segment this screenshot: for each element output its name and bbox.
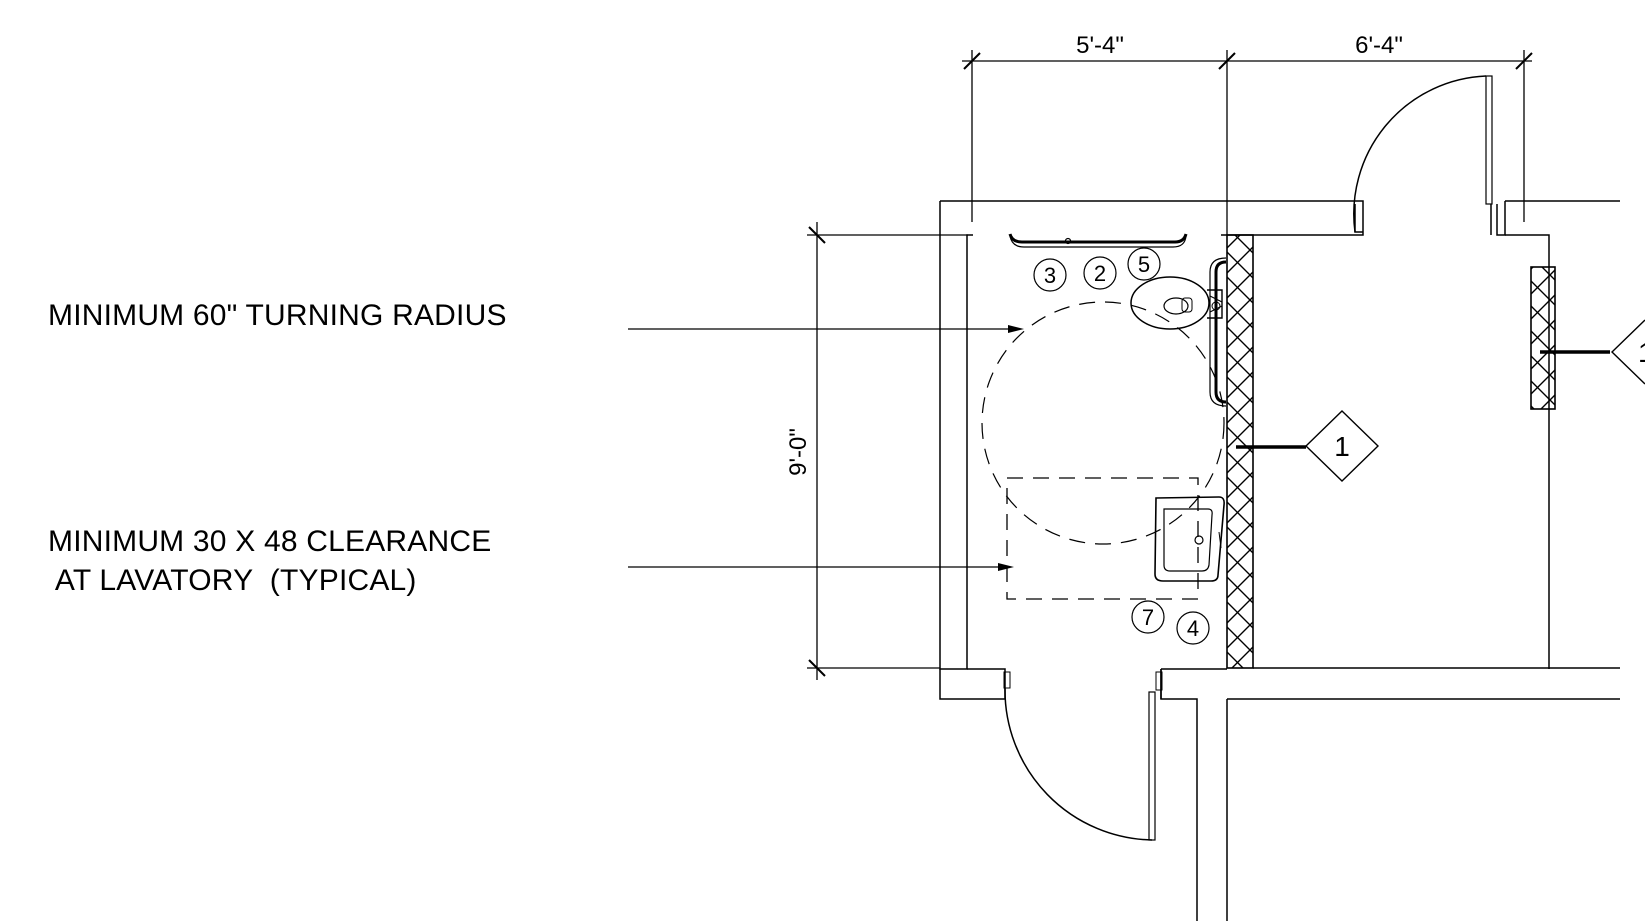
clearance-note: MINIMUM 30 X 48 CLEARANCE AT LAVATORY (T… [48, 522, 491, 600]
clearance-leader [628, 563, 1014, 571]
top-door [1353, 75, 1493, 233]
hatched-partition-wall [1226, 234, 1556, 669]
bottom-wall [939, 667, 1620, 921]
fixture-tag-5: 5 [1138, 252, 1150, 277]
turning-radius-circle [981, 301, 1225, 545]
dimension-height-label: 9'-0" [785, 428, 812, 476]
fixture-tag-5-circle [1127, 247, 1161, 281]
turning-radius-note: MINIMUM 60" TURNING RADIUS [48, 299, 507, 332]
wall-tag-diamond-center [1304, 410, 1380, 482]
fixture-tag-2: 2 [1094, 261, 1106, 286]
fixture-tag-3: 3 [1044, 263, 1056, 288]
dimension-height [807, 222, 968, 680]
fixture-tag-7: 7 [1142, 605, 1154, 630]
wall-tag-diamond-right [1610, 319, 1645, 385]
wall-tag-center-label: 1 [1334, 431, 1350, 462]
wall-tag-right-label: 1 [1638, 337, 1645, 368]
bottom-door [1003, 671, 1163, 841]
fixture-tag-4-circle [1176, 611, 1210, 645]
turning-radius-leader [628, 325, 1024, 333]
dimension-width [962, 50, 1533, 235]
dimension-width-right-label: 6'-4" [1355, 32, 1403, 59]
lavatory-fixture [1154, 496, 1225, 582]
clearance-note-line2: AT LAVATORY (TYPICAL) [54, 564, 417, 597]
fixture-tag-4: 4 [1187, 616, 1199, 641]
fixture-tag-2-circle [1083, 256, 1117, 290]
grab-bar-top [1008, 233, 1188, 248]
toilet-fixture [1130, 276, 1223, 330]
clearance-note-line1: MINIMUM 30 X 48 CLEARANCE [48, 525, 492, 558]
fixture-tag-3-circle [1033, 258, 1067, 292]
dimension-width-left-label: 5'-4" [1076, 32, 1124, 59]
fixture-tag-7-circle [1131, 600, 1165, 634]
grab-bar-side [1209, 257, 1227, 407]
